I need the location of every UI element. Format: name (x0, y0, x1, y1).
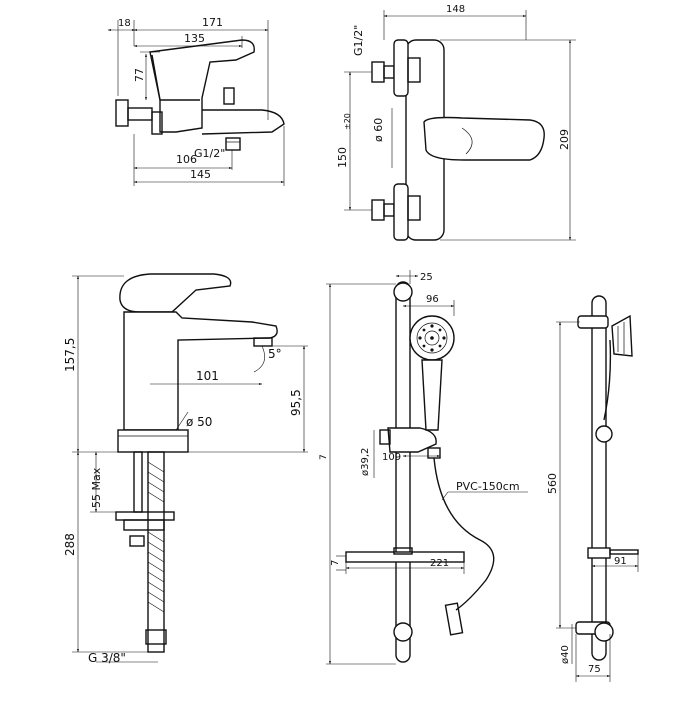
dim-101: 101 (196, 369, 219, 383)
dim-dia-39-2: ø39,2 (360, 448, 371, 476)
dim-95-5: 95,5 (289, 389, 303, 416)
dim-75: 75 (588, 664, 601, 675)
shower-set-side-view: 560 91 ø40 75 (546, 295, 639, 682)
dim-148-partial: 148 (446, 4, 465, 15)
thread-g12-side: G1/2" (194, 147, 225, 160)
dim-171: 171 (202, 16, 223, 29)
dim-221: 221 (430, 558, 449, 569)
bath-mixer-side-view: 18 171 135 77 G1/2" 106 145 (107, 16, 285, 186)
dim-77: 77 (133, 68, 146, 82)
thread-g12-front: G1/2" (352, 25, 365, 56)
dim-145: 145 (190, 168, 211, 181)
bath-mixer-front-view: 148 G1/2" 150 ±20 ø 60 209 (336, 4, 576, 241)
dim-109: 109 (382, 452, 401, 463)
dim-dia-60: ø 60 (372, 118, 385, 142)
dim-560: 560 (546, 473, 559, 494)
dim-55-max: 55 Max (90, 467, 103, 508)
dim-91: 91 (614, 556, 627, 567)
dim-209: 209 (558, 129, 571, 150)
dim-18: 18 (118, 18, 131, 29)
thread-g38: G 3/8" (88, 651, 126, 665)
dim-106: 106 (176, 153, 197, 166)
dim-135: 135 (184, 32, 205, 45)
shower-set-front-view: 7 25 96 ø39,2 109 PVC-150cm 7 221 (319, 270, 528, 665)
angle-5-deg: 5° (268, 347, 282, 361)
dim-150: 150 (336, 147, 349, 168)
dim-157-5: 157,5 (63, 338, 77, 372)
dim-150-tolerance: ±20 (343, 113, 352, 130)
hose-pvc-150: PVC-150cm (456, 480, 520, 493)
dim-25: 25 (420, 272, 433, 283)
dim-dia-40: ø40 (560, 645, 571, 664)
basin-mixer-view: 157,5 101 5° 95,5 ø 50 55 Max 288 G 3/8" (63, 273, 308, 665)
dim-rail-partial: 7 (319, 454, 329, 460)
dim-7: 7 (330, 560, 341, 566)
dim-288: 288 (63, 533, 77, 556)
dim-dia-50: ø 50 (186, 415, 212, 429)
dim-96: 96 (426, 294, 439, 305)
